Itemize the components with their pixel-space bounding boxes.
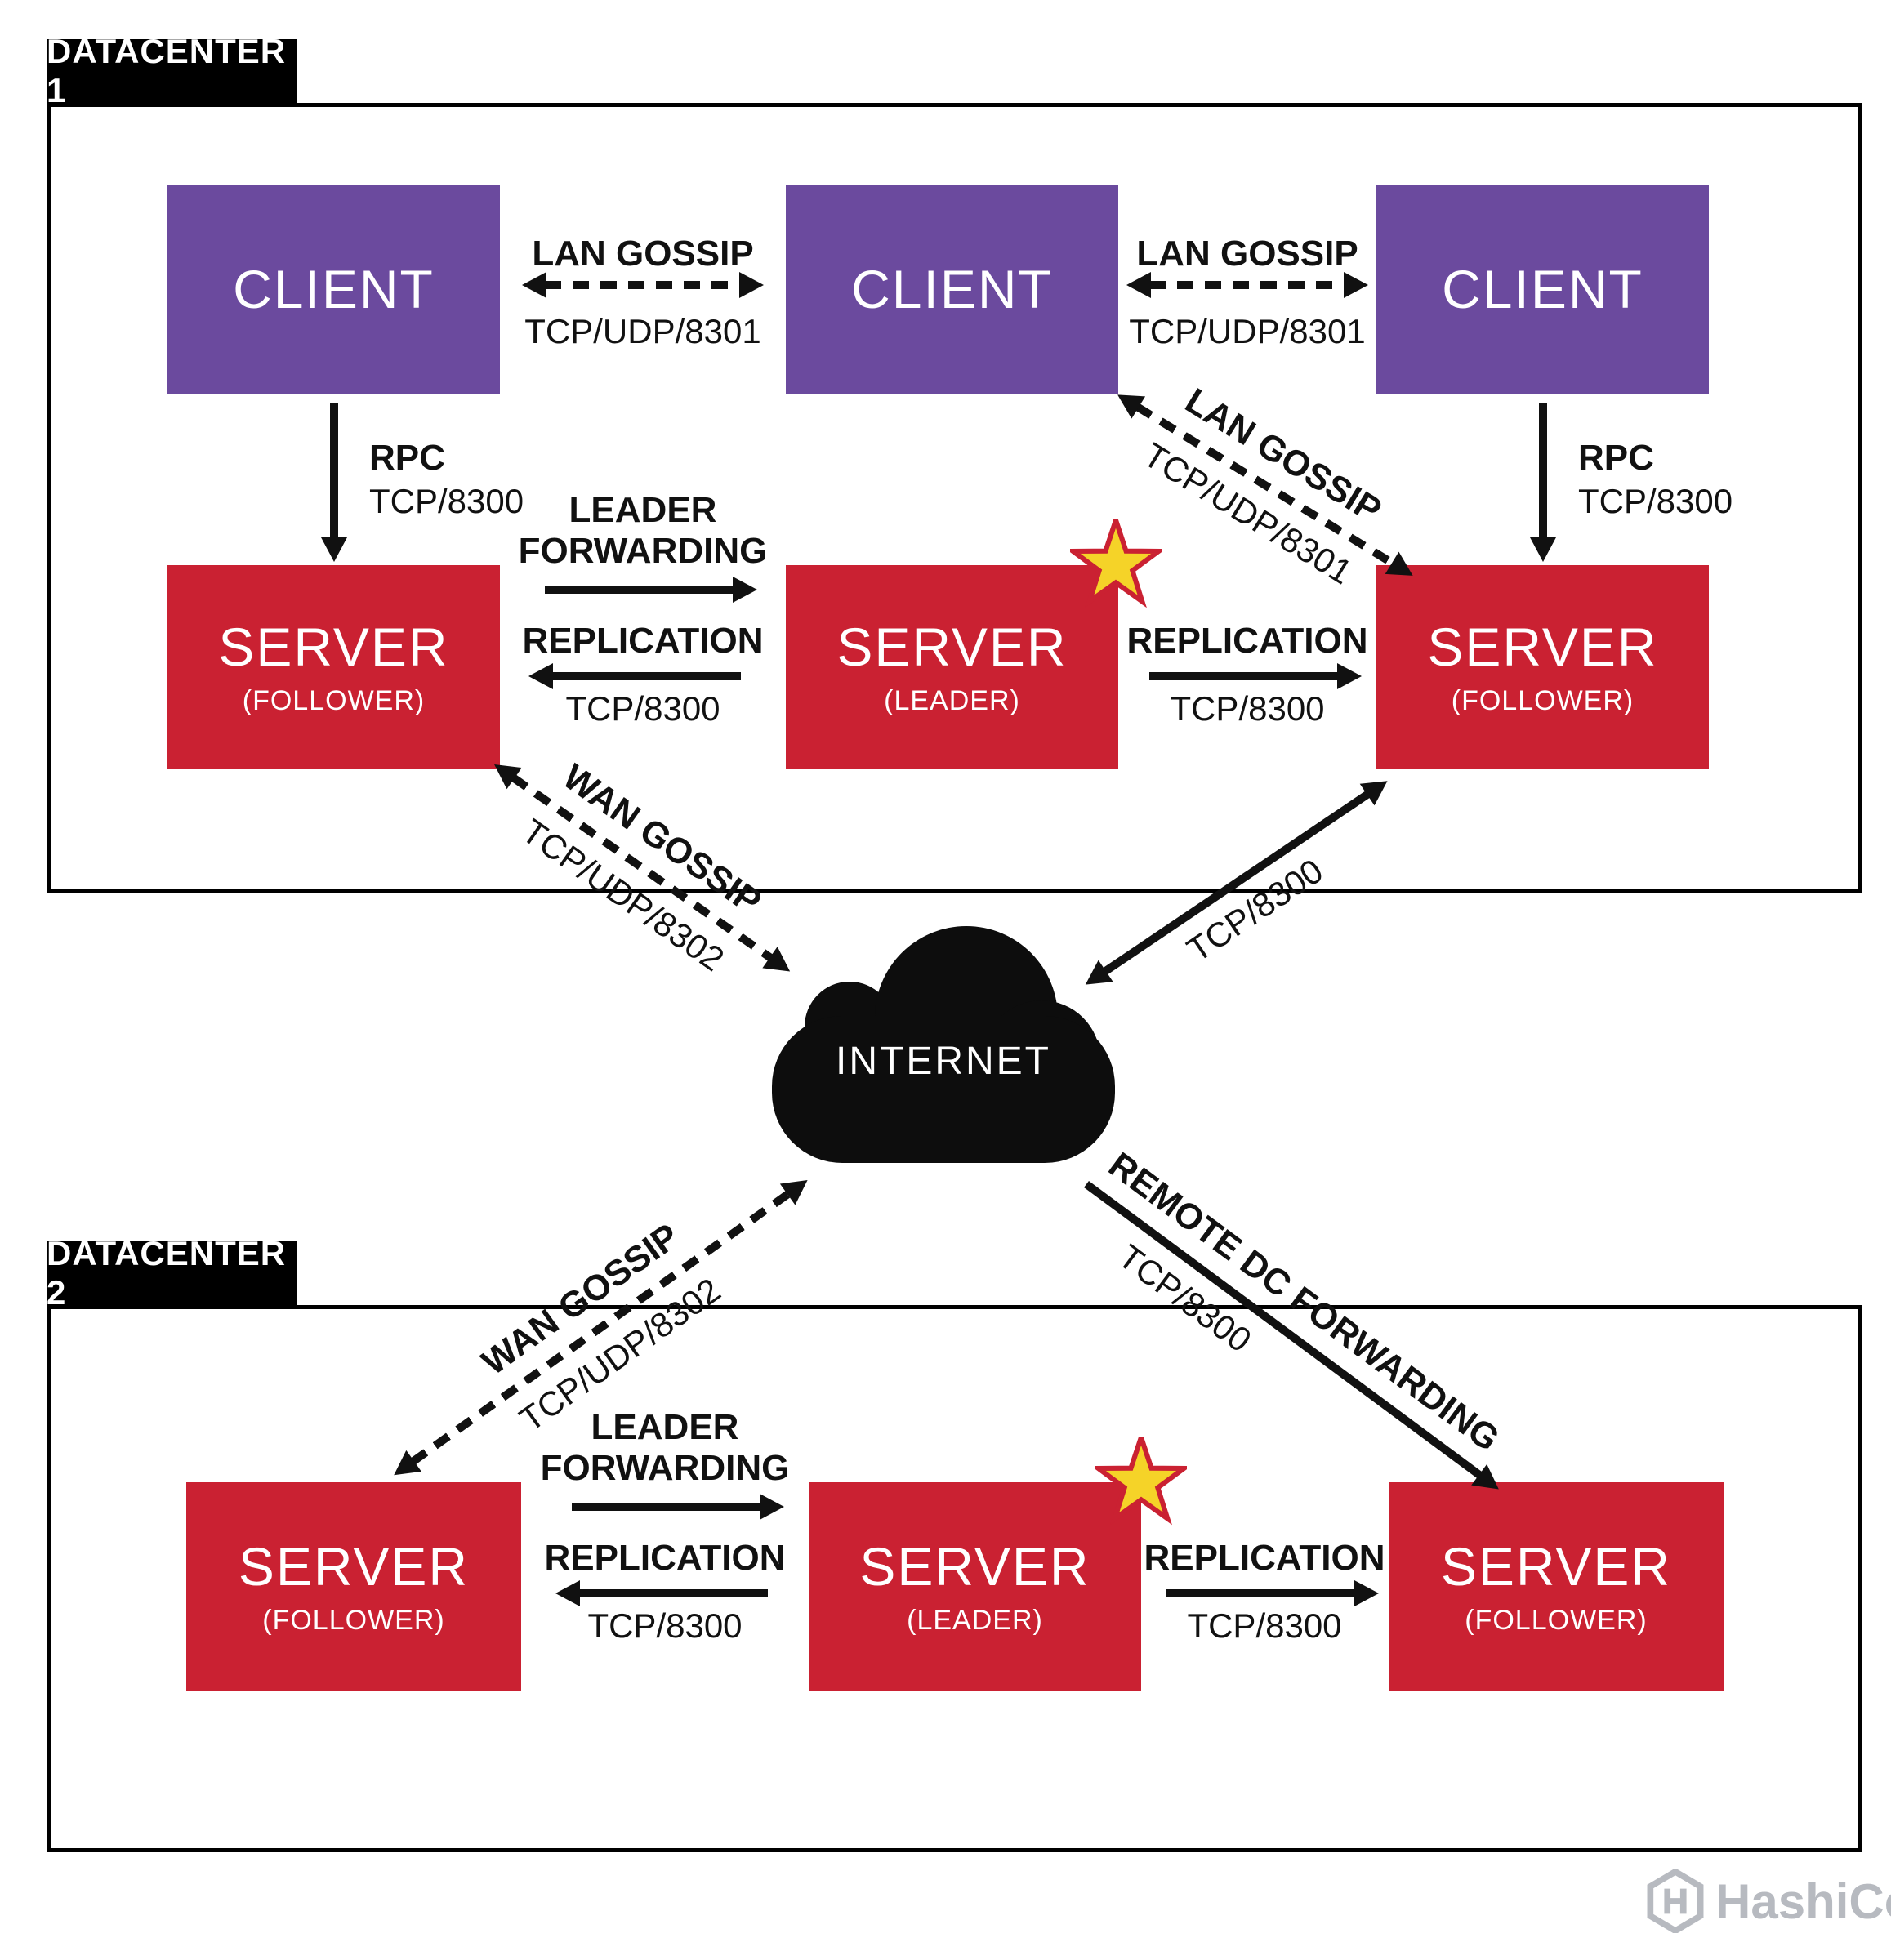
dc2-replication-2-title: REPLICATION [1144, 1538, 1385, 1578]
lan-gossip-2-title: LAN GOSSIP [1136, 234, 1358, 274]
dc1-replication-2-title: REPLICATION [1126, 621, 1368, 661]
dc2-server-3-role: (FOLLOWER) [1465, 1604, 1648, 1636]
dc2-replication-2-port: TCP/8300 [1187, 1606, 1342, 1645]
leader-star-icon-dc2 [1095, 1437, 1187, 1526]
dc2-server-follower-1: SERVER (FOLLOWER) [186, 1482, 521, 1690]
dc2-replication-2-arrow [1166, 1589, 1356, 1597]
lan-gossip-2-arrow [1149, 281, 1345, 289]
rpc-2-port: TCP/8300 [1578, 482, 1733, 520]
dc1-server-3-role: (FOLLOWER) [1451, 685, 1635, 716]
dc1-replication-1-port: TCP/8300 [565, 689, 720, 728]
lan-gossip-1-title: LAN GOSSIP [532, 234, 754, 274]
rpc-1-title: RPC [369, 438, 445, 478]
dc1-server-follower-1: SERVER (FOLLOWER) [167, 565, 500, 769]
dc2-server-follower-2: SERVER (FOLLOWER) [1389, 1482, 1724, 1690]
dc2-leader-forwarding-arrow [572, 1503, 761, 1511]
dc1-leader-forwarding-arrow [545, 586, 734, 594]
dc2-leader-forwarding-line2: FORWARDING [540, 1448, 790, 1488]
lan-gossip-1-arrow [545, 281, 741, 289]
dc1-server-leader: SERVER (LEADER) [786, 565, 1118, 769]
dc2-server-2-role: (LEADER) [907, 1604, 1043, 1636]
internet-cloud-icon [772, 926, 1115, 1163]
lan-gossip-1-port: TCP/UDP/8301 [524, 312, 761, 350]
dc2-server-2-label: SERVER [859, 1535, 1090, 1597]
dc1-replication-2-arrow [1149, 672, 1339, 680]
rpc-2-arrow [1539, 403, 1547, 539]
dc1-leader-forwarding-line1: LEADER [569, 490, 717, 530]
dc1-server-1-role: (FOLLOWER) [242, 685, 426, 716]
datacenter2-label: DATACENTER 2 [47, 1234, 297, 1312]
dc1-server-follower-2: SERVER (FOLLOWER) [1376, 565, 1709, 769]
dc1-replication-1-title: REPLICATION [522, 621, 764, 661]
dc1-server-3-label: SERVER [1427, 617, 1658, 677]
lan-gossip-2-port: TCP/UDP/8301 [1129, 312, 1366, 350]
dc2-server-1-role: (FOLLOWER) [262, 1604, 445, 1636]
hashicorp-logo: HashiCorp [1647, 1869, 1891, 1934]
rpc-2-title: RPC [1578, 438, 1654, 478]
dc1-client-1: CLIENT [167, 185, 500, 394]
dc1-server-2-role: (LEADER) [884, 685, 1020, 716]
dc1-server-1-label: SERVER [218, 617, 449, 677]
dc1-client-2-label: CLIENT [851, 259, 1053, 319]
hashicorp-logo-icon [1647, 1869, 1704, 1933]
datacenter1-label: DATACENTER 1 [47, 32, 297, 109]
datacenter2-boundary [47, 1305, 1862, 1852]
dc1-replication-2-port: TCP/8300 [1170, 689, 1325, 728]
datacenter1-boundary [47, 103, 1862, 893]
dc2-leader-forwarding-line1: LEADER [591, 1407, 739, 1447]
rpc-1-arrow [330, 403, 338, 539]
dc2-replication-1-title: REPLICATION [544, 1538, 786, 1578]
dc1-client-3: CLIENT [1376, 185, 1709, 394]
dc2-server-leader: SERVER (LEADER) [809, 1482, 1141, 1690]
dc2-replication-1-port: TCP/8300 [587, 1606, 743, 1645]
dc1-client-2: CLIENT [786, 185, 1118, 394]
dc2-server-3-label: SERVER [1440, 1535, 1672, 1597]
dc1-server-2-label: SERVER [836, 617, 1068, 677]
leader-star-icon-dc1 [1070, 519, 1162, 608]
dc2-replication-1-arrow [578, 1589, 768, 1597]
rpc-1-port: TCP/8300 [369, 482, 524, 520]
internet-label: INTERNET [836, 1040, 1051, 1083]
dc1-replication-1-arrow [551, 672, 741, 680]
dc1-leader-forwarding-line2: FORWARDING [518, 531, 768, 571]
dc1-client-3-label: CLIENT [1442, 259, 1643, 319]
datacenter1-label-text: DATACENTER 1 [47, 32, 287, 109]
dc2-server-1-label: SERVER [238, 1535, 470, 1597]
hashicorp-wordmark: HashiCorp [1715, 1873, 1891, 1929]
datacenter2-label-text: DATACENTER 2 [47, 1234, 287, 1312]
dc1-client-1-label: CLIENT [233, 259, 435, 319]
